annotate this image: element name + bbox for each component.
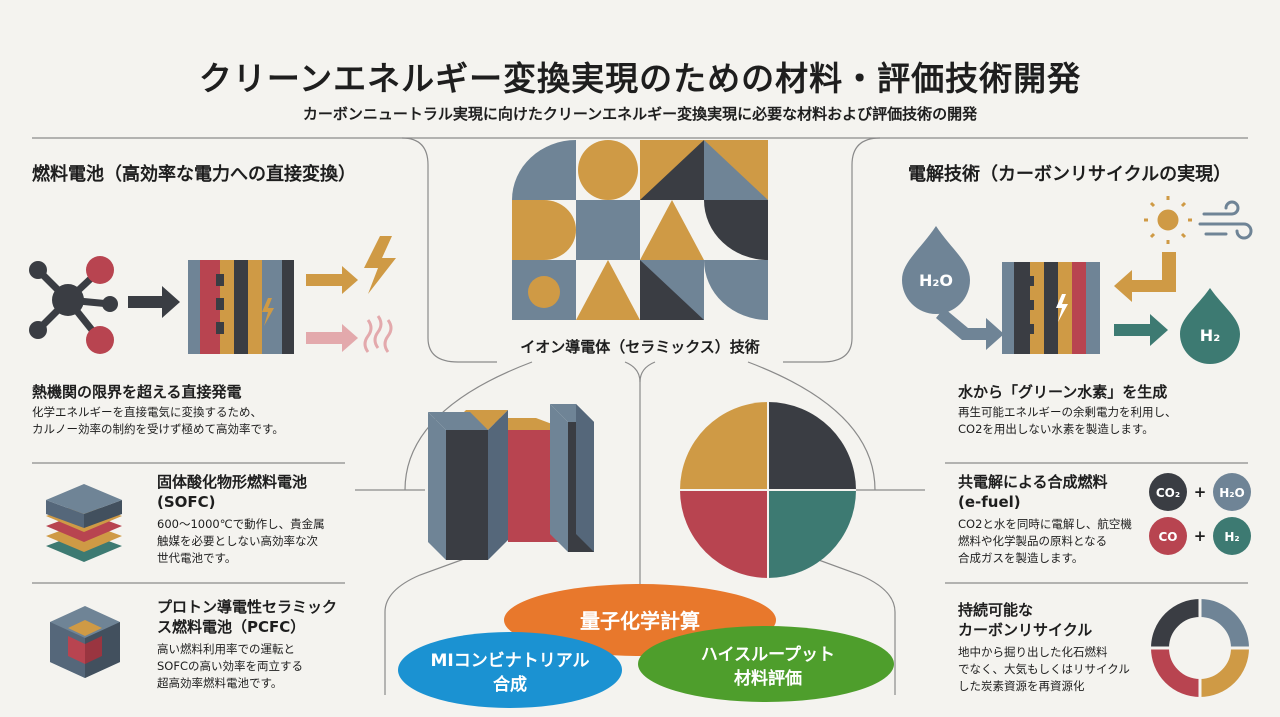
sofc-heading-2: (SOFC) xyxy=(157,493,216,511)
h2-badge-label: H₂ xyxy=(1224,530,1239,544)
pcfc-block: プロトン導電性セラミック ス燃料電池（PCFC） 高い燃料利用率での運転と SO… xyxy=(157,597,337,692)
venn-left-label-2: 合成 xyxy=(493,674,527,695)
fuel-cell-intro: 熱機関の限界を超える直接発電 化学エネルギーを直接電気に変換するため、 カルノー… xyxy=(32,382,284,438)
efuel-heading-2: (e-fuel) xyxy=(958,493,1021,511)
lightning-icon xyxy=(364,236,396,294)
molecule-icon xyxy=(29,256,118,354)
cell-stack-icon xyxy=(188,260,294,354)
fuel-cell-illustration xyxy=(29,236,396,354)
carbon-recycle-body-3: した炭素資源を再資源化 xyxy=(958,679,1085,693)
hydrogen-drop-label: H₂ xyxy=(1200,326,1220,345)
page-subtitle: カーボンニュートラル実現に向けたクリーンエネルギー変換実現に必要な材料および評価… xyxy=(302,105,978,123)
plus-sign-1: + xyxy=(1194,483,1207,501)
water-drop-label: H₂O xyxy=(919,271,953,290)
page-title: クリーンエネルギー変換実現のための材料・評価技術開発 xyxy=(198,59,1082,98)
fuel-cell-intro-heading: 熱機関の限界を超える直接発電 xyxy=(32,383,242,401)
heat-waves-icon xyxy=(363,315,393,353)
electrolysis-intro-body-1: 再生可能エネルギーの余剰電力を利用し、 xyxy=(958,405,1177,419)
efuel-molecule-badges: CO₂ + H₂O CO + H₂ xyxy=(1149,473,1251,555)
fuel-cell-section-title: 燃料電池（高効率な電力への直接変換） xyxy=(32,164,356,185)
h2o-badge-label: H₂O xyxy=(1219,486,1245,500)
venn-top-label: 量子化学計算 xyxy=(580,609,700,633)
sofc-block: 固体酸化物形燃料電池 (SOFC) 600～1000℃で動作し、貴金属 触媒を必… xyxy=(157,472,325,567)
co2-badge xyxy=(1149,473,1187,511)
venn-left-label-1: MIコンビナトリアル xyxy=(430,651,589,671)
efuel-block: 共電解による合成燃料 (e-fuel) CO2と水を同時に電解し、航空機 燃料や… xyxy=(958,472,1132,567)
efuel-heading-1: 共電解による合成燃料 xyxy=(958,473,1108,491)
sofc-body-2: 触媒を必要としない高効率な次 xyxy=(157,534,318,548)
efuel-body-2: 燃料や化学製品の原料となる xyxy=(958,534,1108,548)
carbon-recycle-block: 持続可能な カーボンリサイクル 地中から掘り出した化石燃料 でなく、大気もしくは… xyxy=(958,600,1130,695)
ceramic-cell-block-illustration xyxy=(428,404,594,560)
renewable-power-arrow-icon xyxy=(1114,252,1176,302)
sofc-body-3: 世代電池です。 xyxy=(157,551,237,565)
efuel-body-3: 合成ガスを製造します。 xyxy=(958,551,1084,565)
ceramics-pattern-tiles xyxy=(512,140,768,320)
wind-icon xyxy=(1198,200,1253,240)
sun-icon xyxy=(1144,196,1192,244)
carbon-recycle-heading-2: カーボンリサイクル xyxy=(958,621,1093,639)
co2-badge-label: CO₂ xyxy=(1156,486,1180,500)
electrolysis-intro: 水から「グリーン水素」を生成 再生可能エネルギーの余剰電力を利用し、 CO2を用… xyxy=(958,382,1177,438)
pcfc-frame-icon xyxy=(50,606,120,678)
pcfc-body-3: 超高効率燃料電池です。 xyxy=(157,676,283,690)
plus-sign-2: + xyxy=(1194,527,1207,545)
water-in-arrow-icon xyxy=(936,308,1004,350)
hydrogen-drop-icon: H₂ xyxy=(1180,288,1240,364)
carbon-recycle-heading-1: 持続可能な xyxy=(958,601,1034,619)
venn-right-label-2: 材料評価 xyxy=(734,668,802,689)
pcfc-body-1: 高い燃料利用率での運転と xyxy=(157,642,295,656)
power-output-arrow-icon xyxy=(306,266,358,294)
carbon-recycle-body-2: でなく、大気もしくはリサイクル xyxy=(958,662,1130,676)
venn-mi-combinatorial-ellipse xyxy=(398,632,622,708)
ceramics-tech-label: イオン導電体（セラミックス）技術 xyxy=(520,338,760,356)
fuel-cell-intro-body-2: カルノー効率の制約を受けず極めて高効率です。 xyxy=(32,422,284,436)
fuel-cell-intro-body-1: 化学エネルギーを直接電気に変換するため、 xyxy=(32,405,262,419)
heat-output-arrow-icon xyxy=(306,324,358,352)
electrolysis-intro-heading: 水から「グリーン水素」を生成 xyxy=(958,383,1168,401)
electrolysis-section-title: 電解技術（カーボンリサイクルの実現） xyxy=(908,164,1232,185)
sofc-layers-icon xyxy=(46,484,122,562)
electrolysis-illustration: H₂O H₂ xyxy=(902,196,1253,364)
efuel-body-1: CO2と水を同時に電解し、航空機 xyxy=(958,517,1132,531)
pcfc-heading-2: ス燃料電池（PCFC） xyxy=(157,618,306,636)
pcfc-heading-1: プロトン導電性セラミック xyxy=(157,598,338,616)
h2-badge xyxy=(1213,517,1251,555)
sofc-heading-1: 固体酸化物形燃料電池 xyxy=(157,473,308,491)
arrow-right-icon xyxy=(128,286,180,318)
ceramics-pattern-illustration xyxy=(512,140,768,320)
venn-high-throughput-ellipse xyxy=(638,626,894,702)
electrolysis-intro-body-2: CO2を用出しない水素を製造します。 xyxy=(958,422,1154,436)
water-drop-icon: H₂O xyxy=(902,226,970,314)
quadrant-pie-illustration xyxy=(680,402,856,578)
recycle-ring-icon xyxy=(1150,598,1250,698)
co-badge xyxy=(1149,517,1187,555)
hydrogen-out-arrow-icon xyxy=(1114,314,1168,346)
venn-right-label-1: ハイスループット xyxy=(701,644,835,665)
sofc-body-1: 600～1000℃で動作し、貴金属 xyxy=(157,517,325,531)
co-badge-label: CO xyxy=(1158,530,1177,544)
carbon-recycle-body-1: 地中から掘り出した化石燃料 xyxy=(958,645,1108,659)
h2o-badge xyxy=(1213,473,1251,511)
electrolyzer-stack-icon xyxy=(1002,262,1100,354)
methods-venn-diagram: 量子化学計算 MIコンビナトリアル 合成 ハイスループット 材料評価 xyxy=(398,584,894,708)
pcfc-body-2: SOFCの高い効率を両立する xyxy=(157,659,303,673)
